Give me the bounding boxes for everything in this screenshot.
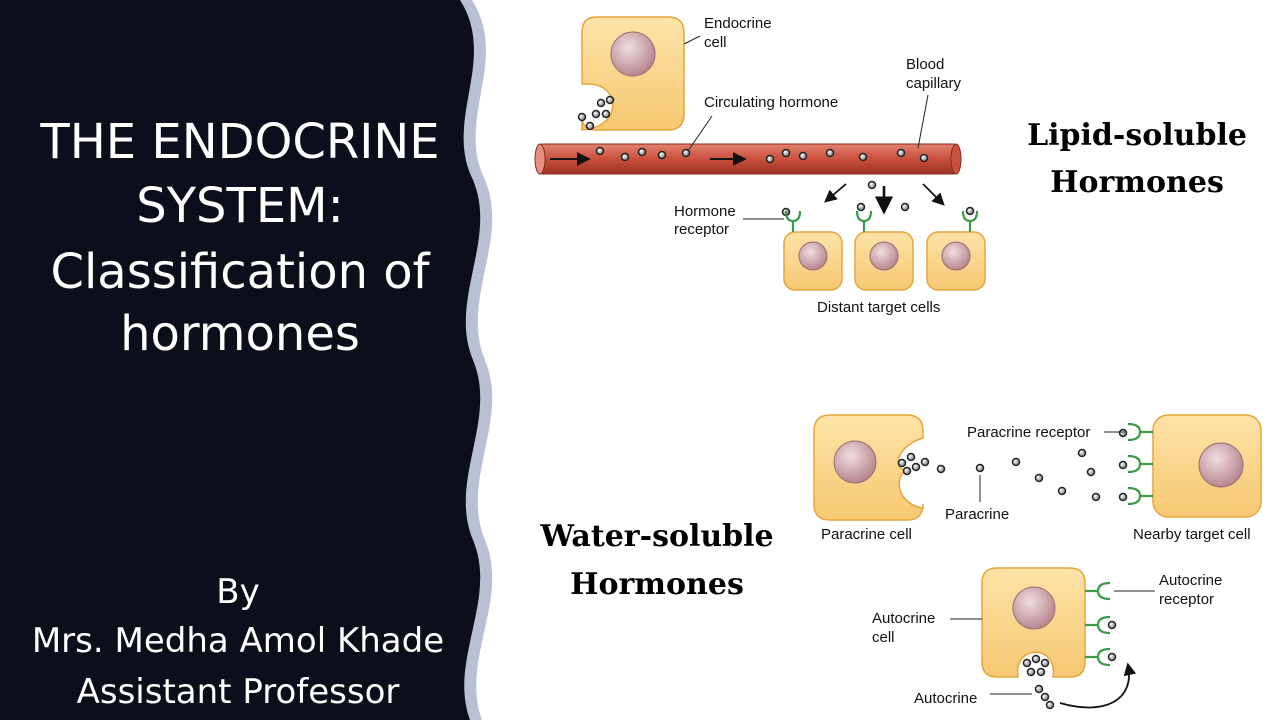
circulating-hormone-label: Circulating hormone <box>704 94 838 111</box>
paracrine-cell-label: Paracrine cell <box>821 526 912 543</box>
autocrine-receptor-label-2: receptor <box>1159 591 1214 608</box>
title-line-3: Classification of <box>50 244 430 300</box>
receptor-icon <box>1085 581 1111 601</box>
blood-capillary-label-2: capillary <box>906 75 962 92</box>
endocrine-cell-label-1: Endocrine <box>704 15 772 32</box>
receptor-icon <box>1127 454 1153 474</box>
hormone-molecules-autocrine <box>1022 620 1117 710</box>
autocrine-cell-label-2: cell <box>872 629 895 646</box>
receptor-icon <box>1127 422 1153 442</box>
paracrine-label: Paracrine <box>945 506 1009 523</box>
receptor-icon <box>961 210 979 232</box>
autocrine-leader-lines <box>950 590 1155 695</box>
autocrine-return-arrow-icon <box>1059 662 1137 709</box>
distant-target-cells-label: Distant target cells <box>817 299 940 316</box>
target-nucleus <box>1198 442 1244 488</box>
distant-target-cells <box>783 231 986 291</box>
hormone-receptor-label-2: receptor <box>674 221 729 238</box>
title-line-2: SYSTEM: <box>136 178 344 234</box>
endocrine-leader-lines <box>683 35 929 220</box>
title-line-4: hormones <box>120 306 360 362</box>
title-panel: THE ENDOCRINE SYSTEM: Classification of … <box>0 0 520 720</box>
paracrine-nucleus <box>833 440 877 484</box>
hormone-molecules-endocrine <box>577 95 975 217</box>
nearby-target-cell <box>1152 414 1262 518</box>
autocrine-nucleus <box>1012 586 1056 630</box>
endocrine-nucleus <box>610 31 656 77</box>
paracrine-cell <box>813 414 924 521</box>
nearby-target-cell-label: Nearby target cell <box>1133 526 1251 543</box>
autocrine-cell-label-1: Autocrine <box>872 610 935 627</box>
paracrine-leader-lines <box>979 431 1125 502</box>
author-name: Mrs. Medha Amol Khade <box>31 621 445 661</box>
receptor-icon <box>1085 647 1111 667</box>
hormone-molecules-paracrine <box>897 428 1128 502</box>
title-line-1: THE ENDOCRINE <box>40 114 440 170</box>
endocrine-cell <box>581 16 685 131</box>
arrow-icon <box>922 183 945 206</box>
lipid-soluble-heading-2: Hormones <box>1050 165 1224 200</box>
diffusion-arrows <box>824 183 945 215</box>
author-position: Assistant Professor <box>76 672 400 712</box>
autocrine-cell <box>981 567 1086 678</box>
wavy-border <box>0 0 493 720</box>
paracrine-receptor-label: Paracrine receptor <box>967 424 1090 441</box>
autocrine-receptors <box>1085 581 1111 667</box>
receptor-icon <box>784 210 802 232</box>
water-soluble-heading-1: Water-soluble <box>539 519 773 554</box>
arrow-icon <box>824 183 847 203</box>
paracrine-receptors <box>1127 422 1153 506</box>
endocrine-cell-label-2: cell <box>704 34 727 51</box>
water-soluble-heading-2: Hormones <box>570 567 744 602</box>
receptor-icon <box>855 210 873 232</box>
autocrine-receptor-label-1: Autocrine <box>1159 572 1222 589</box>
hormone-receptor-label-1: Hormone <box>674 203 736 220</box>
by-label: By <box>216 572 260 612</box>
lipid-soluble-heading-1: Lipid-soluble <box>1027 118 1247 153</box>
autocrine-label: Autocrine <box>914 690 977 707</box>
receptor-icon <box>1085 615 1111 635</box>
receptor-icon <box>1127 486 1153 506</box>
blood-capillary-label-1: Blood <box>906 56 944 73</box>
hormone-receptors-distant <box>784 210 979 232</box>
